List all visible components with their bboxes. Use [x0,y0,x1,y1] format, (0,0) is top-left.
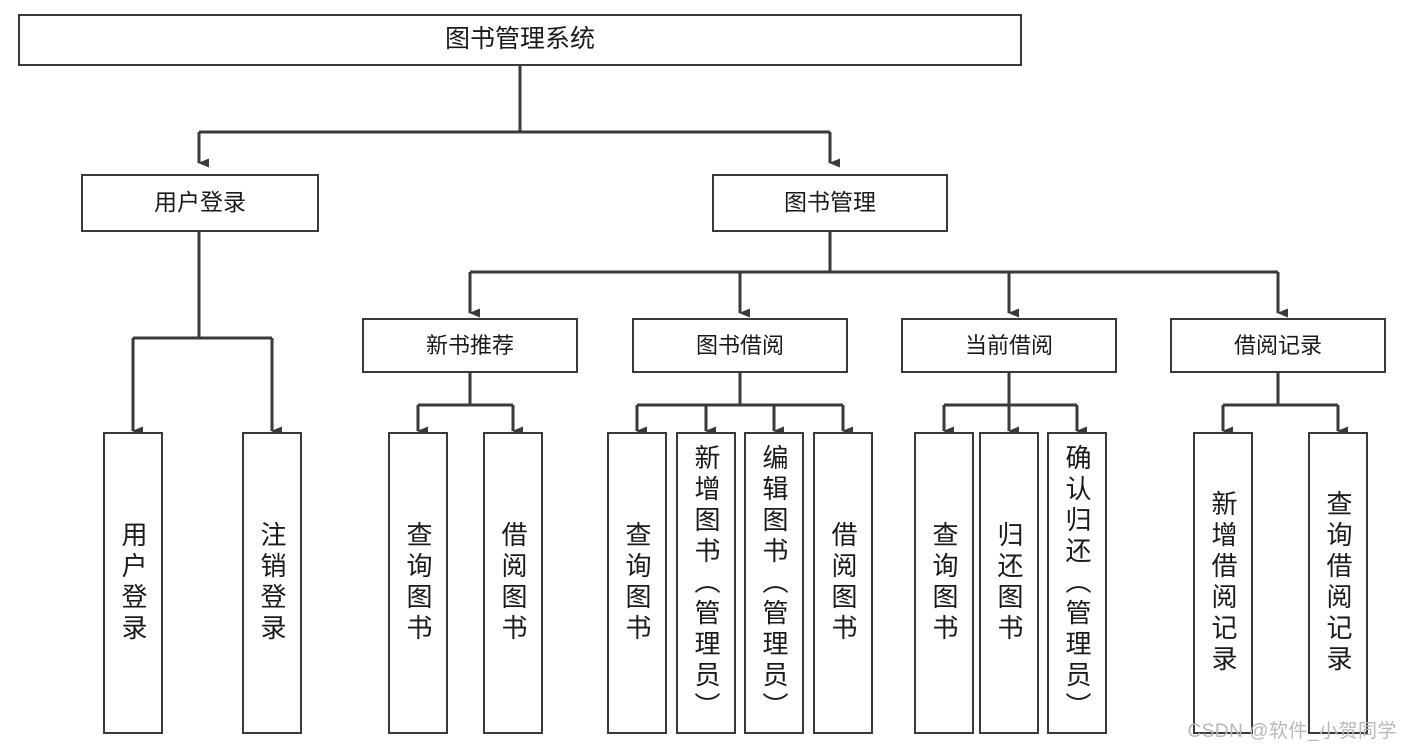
node-borrow-record-label: 借阅记录 [1233,332,1322,358]
leaf-query-record-label: 查询借阅记录 [1323,490,1353,676]
node-user-login-label: 用户登录 [154,189,246,216]
leaf-add-book[interactable]: 新增图书（管理员） [676,432,736,734]
leaf-confirm-return-label: 确认归还（管理员） [1062,443,1092,723]
leaf-logout-login[interactable]: 注销登录 [242,432,302,734]
leaf-return-book-label: 归还图书 [994,521,1024,645]
leaf-query-book-3[interactable]: 查询图书 [914,432,974,734]
leaf-query-book-1[interactable]: 查询图书 [388,432,448,734]
leaf-query-book-1-label: 查询图书 [403,521,433,645]
node-book-borrow[interactable]: 图书借阅 [632,318,848,373]
leaf-user-login-label: 用户登录 [118,521,148,645]
leaf-borrow-book-1[interactable]: 借阅图书 [483,432,543,734]
leaf-user-login[interactable]: 用户登录 [103,432,163,734]
node-new-book-recommend-label: 新书推荐 [425,332,514,358]
leaf-query-record[interactable]: 查询借阅记录 [1308,432,1368,734]
leaf-edit-book-label: 编辑图书（管理员） [759,443,789,723]
node-book-borrow-label: 图书借阅 [695,332,784,358]
node-root-label: 图书管理系统 [444,25,595,54]
leaf-add-record-label: 新增借阅记录 [1208,490,1238,676]
leaf-confirm-return[interactable]: 确认归还（管理员） [1047,432,1107,734]
leaf-borrow-book-1-label: 借阅图书 [498,521,528,645]
leaf-borrow-book-2[interactable]: 借阅图书 [813,432,873,734]
leaf-edit-book[interactable]: 编辑图书（管理员） [744,432,804,734]
leaf-add-book-label: 新增图书（管理员） [691,443,721,723]
leaf-query-book-3-label: 查询图书 [929,521,959,645]
leaf-return-book[interactable]: 归还图书 [979,432,1039,734]
leaf-query-book-2-label: 查询图书 [622,521,652,645]
leaf-add-record[interactable]: 新增借阅记录 [1193,432,1253,734]
node-book-management-label: 图书管理 [784,189,876,216]
node-borrow-record[interactable]: 借阅记录 [1170,318,1386,373]
node-current-borrow-label: 当前借阅 [964,332,1053,358]
leaf-query-book-2[interactable]: 查询图书 [607,432,667,734]
node-new-book-recommend[interactable]: 新书推荐 [362,318,578,373]
leaf-borrow-book-2-label: 借阅图书 [828,521,858,645]
node-current-borrow[interactable]: 当前借阅 [901,318,1117,373]
leaf-logout-login-label: 注销登录 [257,521,287,645]
node-book-management[interactable]: 图书管理 [712,174,948,232]
node-root[interactable]: 图书管理系统 [18,14,1022,66]
node-user-login[interactable]: 用户登录 [81,174,319,232]
